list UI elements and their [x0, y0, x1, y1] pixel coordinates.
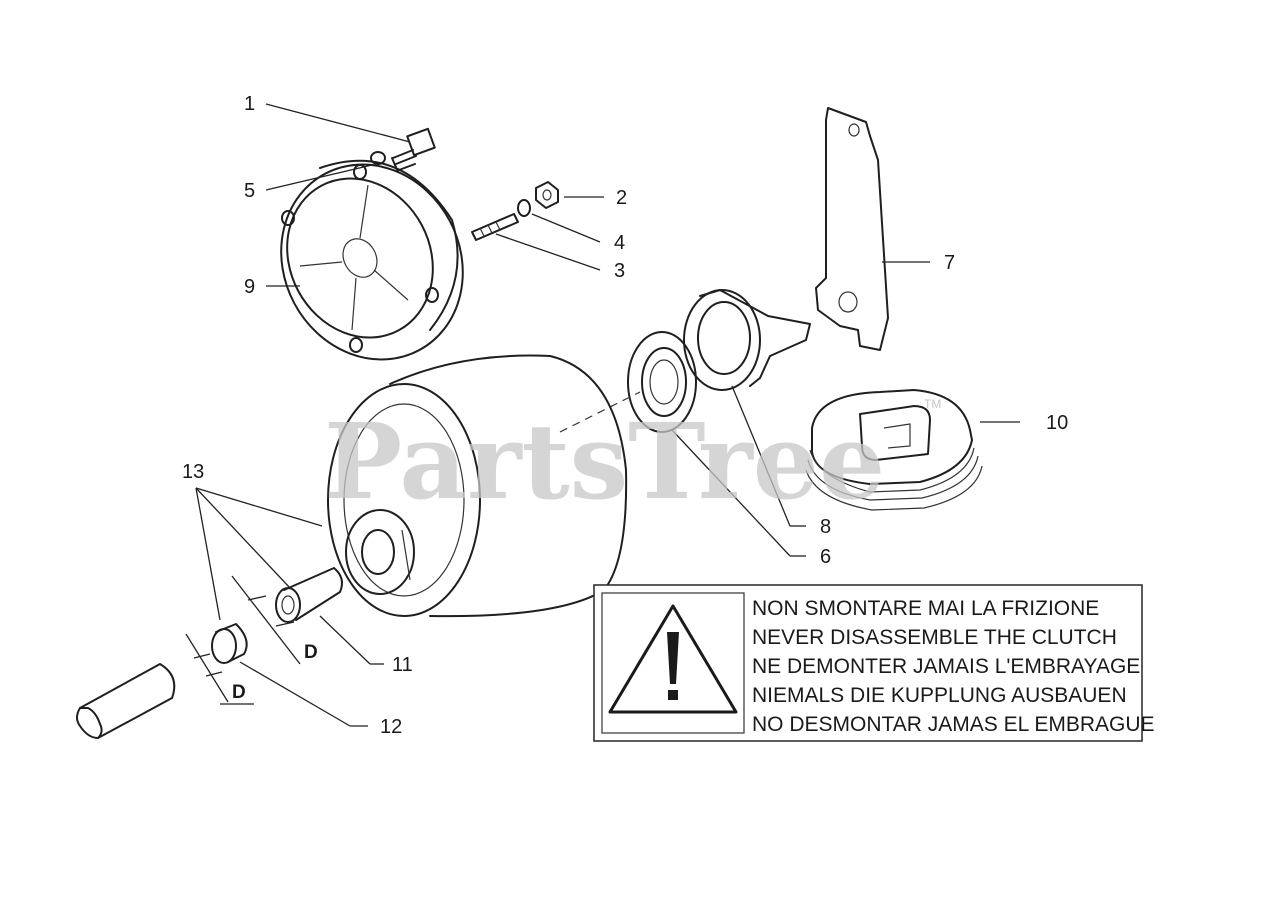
tapered-bushing-part-11: [275, 567, 343, 623]
callout-5: 5: [244, 180, 255, 202]
warning-line-english: NEVER DISASSEMBLE THE CLUTCH: [752, 626, 1117, 649]
release-sleeve-part-8: [683, 289, 811, 391]
release-lever-part-7: [815, 107, 889, 351]
stud-part-3: [471, 213, 519, 241]
callout-7: 7: [944, 252, 955, 274]
warning-box-outer: [593, 584, 1143, 742]
callout-3: 3: [614, 260, 625, 282]
warning-line-spanish: NO DESMONTAR JAMAS EL EMBRAGUE: [752, 713, 1155, 736]
callout-6: 6: [820, 546, 831, 568]
callout-12: 12: [380, 716, 402, 738]
warning-icon-frame: [601, 592, 745, 734]
clutch-drum: [327, 354, 628, 618]
dimension-markers: D D: [185, 575, 318, 705]
warning-label: NON SMONTARE MAI LA FRIZIONE NEVER DISAS…: [593, 584, 1155, 742]
rubber-boot-part-10: [805, 389, 983, 511]
warning-triangle-icon: [608, 604, 738, 714]
callout-2: 2: [616, 187, 627, 209]
callout-11: 11: [392, 654, 413, 676]
bushing-part-12: [211, 623, 248, 664]
clutch-cover-part-9: [280, 159, 464, 361]
watermark-text: PartsTree: [324, 400, 885, 523]
callout-9: 9: [244, 276, 255, 298]
washer-part-4: [517, 199, 531, 217]
callout-8: 8: [820, 516, 831, 538]
callout-1: 1: [244, 93, 255, 115]
bearing-part-6: [559, 331, 697, 433]
bolt-part-1: [370, 127, 436, 173]
shaft: [76, 663, 176, 739]
warning-line-italian: NON SMONTARE MAI LA FRIZIONE: [752, 597, 1099, 620]
warning-line-german: NIEMALS DIE KUPPLUNG AUSBAUEN: [752, 684, 1127, 707]
dimension-label-d-upper: D: [304, 642, 318, 663]
warning-line-french: NE DEMONTER JAMAIS L'EMBRAYAGE: [752, 655, 1140, 678]
leader-lines: [195, 103, 1020, 727]
callout-numbers: 1 2 3 4 5 6 7 8 9 10 11 12 13: [182, 93, 1068, 738]
watermark: PartsTree TM: [324, 397, 941, 523]
dimension-label-d-lower: D: [232, 682, 246, 703]
callout-13: 13: [182, 461, 204, 483]
nut-part-2: [535, 181, 559, 209]
trademark-mark: TM: [924, 397, 941, 411]
callout-10: 10: [1046, 412, 1068, 434]
callout-4: 4: [614, 232, 625, 254]
